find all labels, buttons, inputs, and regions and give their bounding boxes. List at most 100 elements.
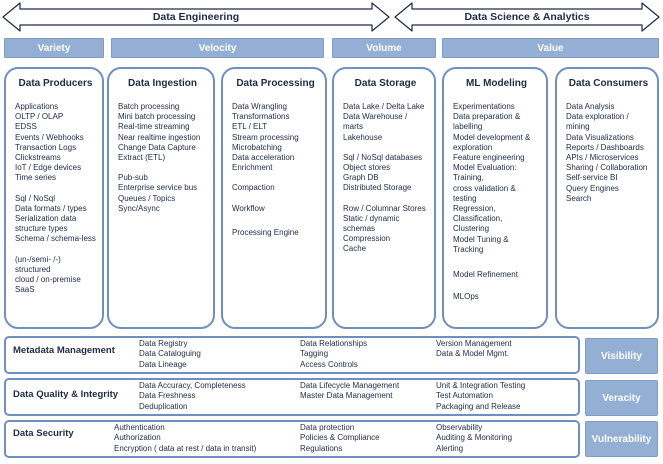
row-item: Unit & Integration Testing bbox=[436, 381, 526, 390]
phase-arrows bbox=[2, 2, 660, 32]
list-item: Schema / schema-less bbox=[15, 234, 96, 244]
row-item: Deduplication bbox=[139, 401, 188, 411]
data-engineering-arrow bbox=[2, 2, 390, 32]
row-title: Metadata Management bbox=[13, 345, 115, 356]
list-item: Compression bbox=[343, 234, 391, 244]
column-title: Data Ingestion bbox=[128, 78, 197, 89]
row-item: Auditing & Monitoring bbox=[436, 433, 513, 443]
list-item: Processing Engine bbox=[232, 227, 299, 237]
list-item: Data Analysis bbox=[566, 102, 615, 111]
list-item: Cache bbox=[343, 244, 367, 254]
row-data-quality-integrity: Data Quality & Integrity Data Accuracy, C… bbox=[4, 378, 580, 416]
list-item: Compaction bbox=[232, 183, 275, 193]
side-veracity: Veracity bbox=[585, 380, 658, 416]
list-item: Feature engineering bbox=[453, 153, 525, 163]
row-item: Master Data Management bbox=[300, 391, 393, 401]
list-item: Sharing / Collaboration bbox=[566, 163, 648, 173]
list-item: Sync/Async bbox=[118, 203, 160, 213]
list-item: Regression, Classification, Clustering bbox=[453, 204, 503, 234]
list-item: Near realtime ingestion bbox=[118, 132, 201, 142]
list-item: Data formats / types bbox=[15, 203, 87, 213]
row-item: Packaging and Release bbox=[436, 401, 521, 411]
list-item: Search bbox=[566, 193, 592, 203]
list-item: Batch processing bbox=[118, 102, 180, 111]
list-item: Static / dynamic schemas bbox=[343, 213, 400, 234]
column-title: Data Producers bbox=[18, 78, 93, 89]
list-item: Microbatching bbox=[232, 142, 282, 152]
column-title: Data Storage bbox=[354, 78, 417, 89]
list-item: Lakehouse bbox=[343, 132, 383, 142]
list-item: Transformations bbox=[232, 112, 290, 122]
list-item: Self-service BI bbox=[566, 173, 618, 183]
list-item: Clickstreams bbox=[15, 153, 61, 163]
row-item: Data & Model Mgmt. bbox=[436, 349, 509, 359]
category-volume: Volume bbox=[332, 38, 436, 58]
list-item: SaaS bbox=[15, 285, 35, 295]
row-item: Access Controls bbox=[300, 359, 358, 369]
list-item: Model development & exploration bbox=[453, 132, 531, 152]
list-item: OLTP / OLAP bbox=[15, 112, 64, 122]
row-item: Data Lifecycle Management bbox=[300, 381, 400, 390]
list-item: Pub-sub bbox=[118, 173, 148, 183]
list-item: Model Evaluation: Training, cross valida… bbox=[453, 163, 517, 203]
data-engineering-label: Data Engineering bbox=[152, 11, 240, 23]
category-value: Value bbox=[442, 38, 659, 58]
list-item: Mini batch processing bbox=[118, 112, 196, 122]
list-item: Data preparation & labelling bbox=[453, 112, 521, 132]
list-item: Query Engines bbox=[566, 183, 619, 193]
list-item: Data Lake / Delta Lake bbox=[343, 102, 425, 111]
row-item: Tagging bbox=[300, 349, 329, 359]
column-title: Data Processing bbox=[236, 78, 315, 89]
row-item: Data Freshness bbox=[139, 391, 196, 401]
row-title: Data Security bbox=[13, 428, 74, 439]
row-item: Version Management bbox=[436, 339, 512, 348]
column-title: ML Modeling bbox=[466, 78, 527, 89]
list-item: Graph DB bbox=[343, 173, 379, 183]
list-item: Applications bbox=[15, 102, 59, 111]
list-item: MLOps bbox=[453, 292, 479, 302]
list-item: Time series bbox=[15, 173, 57, 183]
list-item: Stream processing bbox=[232, 132, 299, 142]
list-item: Distributed Storage bbox=[343, 183, 412, 193]
list-item: Data exploration / mining bbox=[566, 112, 629, 132]
row-item: Data Lineage bbox=[139, 359, 187, 369]
row-title: Data Quality & Integrity bbox=[13, 389, 119, 400]
list-item: Real-time streaming bbox=[118, 122, 190, 132]
row-item: Data Relationships bbox=[300, 339, 368, 348]
side-visibility: Visibility bbox=[585, 338, 658, 374]
list-item: Row / Columnar Stores bbox=[343, 203, 426, 213]
row-item: Regulations bbox=[300, 443, 343, 453]
category-variety: Variety bbox=[4, 38, 104, 58]
row-item: Encryption ( data at rest / data in tran… bbox=[114, 443, 257, 453]
row-item: Data protection bbox=[300, 423, 355, 432]
list-item: IoT / Edge devices bbox=[15, 163, 82, 173]
row-item: Authentication bbox=[114, 423, 165, 432]
row-item: Observability bbox=[436, 423, 483, 432]
list-item: Reports / Dashboards bbox=[566, 142, 644, 152]
list-item: EDSS bbox=[15, 122, 37, 132]
row-item: Alerting bbox=[436, 443, 464, 453]
list-item: Data Visualizations bbox=[566, 132, 634, 142]
data-science-label: Data Science & Analytics bbox=[464, 11, 590, 23]
list-item: (un-/semi- /-) structured cloud / on-pre… bbox=[15, 254, 81, 285]
list-item: Model Tuning & Tracking bbox=[453, 234, 509, 254]
row-item: Data Cataloguing bbox=[139, 349, 201, 359]
row-item: Authorization bbox=[114, 433, 161, 443]
list-item: Workflow bbox=[232, 203, 265, 213]
row-item: Test Automation bbox=[436, 391, 493, 401]
